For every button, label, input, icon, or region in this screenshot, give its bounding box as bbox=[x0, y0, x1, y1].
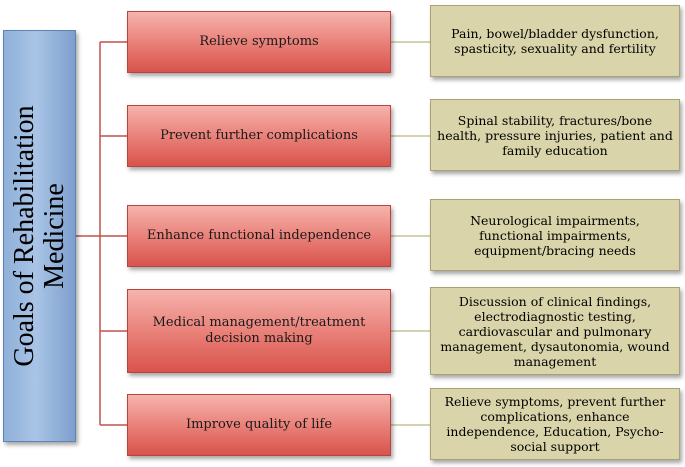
root-node: Goals of Rehabilitation Medicine bbox=[3, 30, 76, 442]
detail-node-relieve-symptoms: Pain, bowel/bladder dysfunction, spastic… bbox=[430, 5, 680, 77]
goal-node-relieve-symptoms: Relieve symptoms bbox=[127, 11, 391, 73]
detail-node-quality-of-life: Relieve symptoms, prevent further compli… bbox=[430, 388, 680, 460]
goal-node-functional-independence: Enhance functional independence bbox=[127, 205, 391, 267]
goal-node-medical-management: Medical management/treatment decision ma… bbox=[127, 289, 391, 373]
goal-node-prevent-complications: Prevent further complications bbox=[127, 105, 391, 167]
detail-node-functional-independence: Neurological impairments, functional imp… bbox=[430, 199, 680, 271]
detail-node-medical-management: Discussion of clinical findings, electro… bbox=[430, 287, 680, 375]
goal-node-quality-of-life: Improve quality of life bbox=[127, 394, 391, 456]
root-label: Goals of Rehabilitation Medicine bbox=[8, 105, 70, 367]
detail-node-prevent-complications: Spinal stability, fractures/bone health,… bbox=[430, 99, 680, 171]
